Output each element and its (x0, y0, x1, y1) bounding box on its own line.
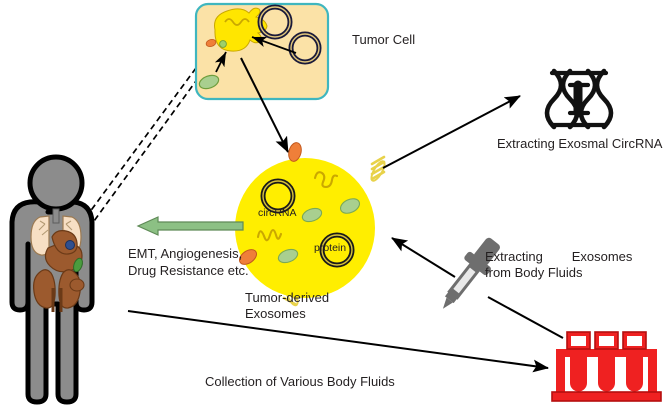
exosome-rna-squiggle-top (313, 171, 339, 189)
dna-helix-icon (544, 68, 614, 130)
label-effects-line2: Drug Resistance etc. (128, 263, 249, 278)
exosome-protein-orange-left (238, 249, 258, 265)
label-tumor-cell: Tumor Cell (352, 32, 416, 47)
exosome-to-body-green-arrow (136, 216, 244, 236)
label-extracting-exosomes-line2: from Body Fluids (485, 265, 583, 280)
tubes-to-dropper-arrow (487, 296, 564, 339)
label-tumor-derived-line2: Exosomes (245, 306, 306, 321)
tumor-derived-exosome-circle (235, 142, 386, 307)
label-extracting-exosomes-line1: Extracting Exosomes (485, 249, 633, 264)
label-tumor-derived-line1: Tumor-derived (245, 290, 330, 305)
exosome-circrna-ring-1 (260, 178, 296, 214)
tumor-box-to-body-dashed-lines (77, 67, 205, 233)
exosome-rna-squiggle-left (256, 228, 283, 242)
exosome-protein-green-2 (339, 198, 361, 214)
label-extracting-exosomal-circrna: Extracting Exosmal CircRNA (497, 136, 663, 151)
exosome-to-dna-arrow (382, 95, 521, 169)
vesicle-ring-lower (288, 31, 322, 65)
exosome-protein-green-1 (301, 207, 323, 223)
green-oval-to-cell-arrow (214, 51, 227, 73)
blood-collection-tubes-icon (551, 331, 662, 402)
exosome-protein-green-3 (277, 248, 299, 264)
human-body-organs-figure (9, 154, 95, 405)
exosome-protein-orange-top (288, 142, 302, 162)
label-circrna-inner: circRNA (258, 207, 297, 219)
vesicle-ring-upper (257, 4, 293, 40)
exosome-circrna-ring-2 (319, 232, 355, 268)
membrane-protein-right (370, 155, 386, 182)
label-protein-inner: protein (314, 242, 347, 254)
tumor-box-green-protein (198, 74, 220, 90)
cell-to-exosome-arrow (240, 57, 289, 153)
vesicle-to-cell-arrow (251, 36, 297, 54)
dropper-pipette-icon (442, 237, 500, 309)
label-effects-line1: EMT, Angiogenesis, (128, 246, 243, 261)
label-collection-body-fluids: Collection of Various Body Fluids (205, 374, 395, 389)
dropper-to-exosome-arrow (391, 237, 456, 278)
body-to-tubes-line (127, 310, 549, 373)
